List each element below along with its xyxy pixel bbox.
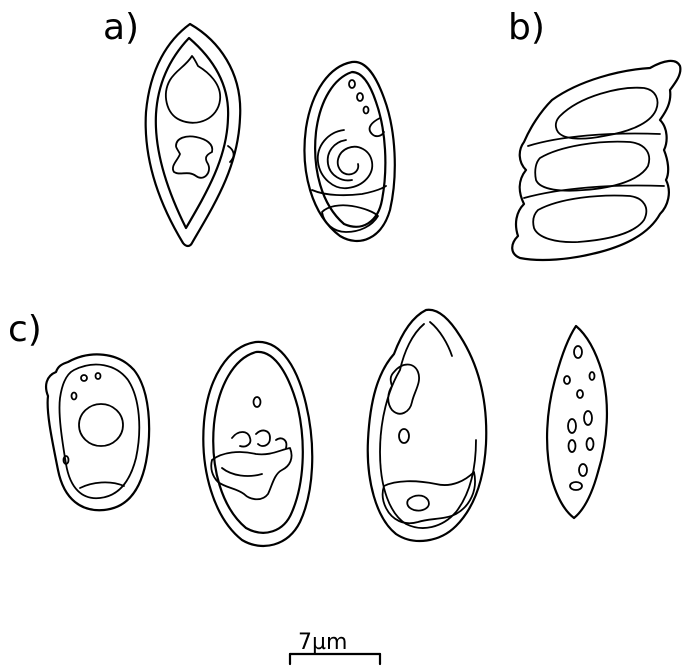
cell-c4-granule-2 — [564, 376, 570, 384]
cell-c4-vacuole-1 — [568, 419, 576, 433]
cell-b-lower-lumen — [533, 196, 646, 243]
cell-c4-granule-3 — [590, 372, 595, 380]
cell-cluster-b — [512, 61, 680, 260]
cell-a2 — [304, 62, 394, 241]
cell-c1-granule-1 — [81, 375, 87, 381]
cell-a1-nucleus — [173, 136, 212, 177]
cell-c4 — [547, 326, 607, 518]
cell-a1-wall-notch — [228, 146, 234, 162]
cell-b-upper-lumen — [556, 88, 658, 139]
cell-c2-inner-wall — [213, 352, 303, 533]
cell-a2-granule-3 — [364, 107, 369, 114]
cell-a2-granule-1 — [349, 80, 355, 88]
cell-c4-vacuole-5 — [579, 464, 587, 476]
cell-c3-basal-vesicle — [407, 496, 429, 511]
cell-c2-upper-body — [232, 431, 286, 448]
cell-c1-inner-wall — [59, 365, 139, 499]
scale-bar — [290, 654, 380, 664]
cell-c3-granule-1 — [399, 429, 409, 443]
cell-c4-vacuole-3 — [569, 440, 576, 452]
cell-c3-cap-line — [430, 322, 452, 356]
cell-c3-nucleus — [388, 365, 419, 414]
cell-c1-basal-fold — [80, 482, 124, 488]
cell-a1-vacuole — [166, 56, 220, 123]
cell-c1 — [46, 354, 149, 510]
cell-c4-granule-1 — [574, 346, 582, 358]
cell-a1 — [146, 24, 241, 246]
cell-c3 — [368, 310, 487, 541]
cell-c4-granule-4 — [577, 390, 583, 398]
cell-c4-vacuole-6 — [570, 482, 582, 490]
cell-a2-inner-wall — [315, 72, 385, 227]
cell-c2-granule-1 — [254, 397, 261, 407]
cell-c1-vacuole — [79, 404, 123, 446]
cell-c2-fold — [222, 468, 262, 476]
cell-c2 — [203, 342, 312, 546]
cell-c1-granule-3 — [72, 393, 77, 400]
cell-b-middle-lumen — [535, 142, 649, 191]
cell-a2-granule-2 — [357, 93, 363, 101]
cell-c2-lower-body — [211, 448, 291, 499]
cell-c4-vacuole-2 — [584, 411, 592, 425]
cell-c4-vacuole-4 — [587, 438, 594, 450]
cell-c1-granule-2 — [96, 373, 101, 379]
